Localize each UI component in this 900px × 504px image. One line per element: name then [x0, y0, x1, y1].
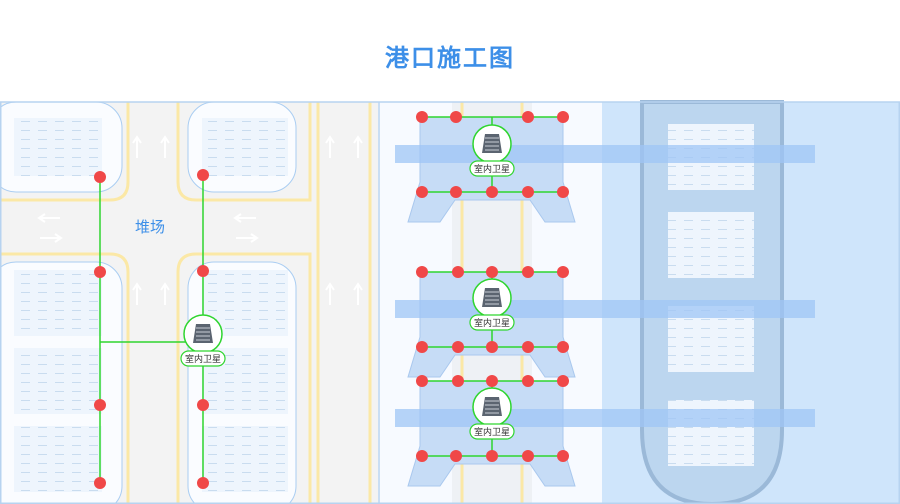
sensor-node[interactable]: [197, 477, 209, 489]
sensor-node[interactable]: [522, 111, 534, 123]
sensor-node[interactable]: [416, 186, 428, 198]
sensor-node[interactable]: [486, 375, 498, 387]
device-label: 室内卫星: [474, 163, 510, 175]
yard-block-bottom-left: [0, 261, 123, 504]
crane-1-device[interactable]: 室内卫星: [469, 124, 515, 177]
sensor-node[interactable]: [450, 111, 462, 123]
page-title: 港口施工图: [385, 44, 515, 72]
sensor-node[interactable]: [94, 266, 106, 278]
sensor-node[interactable]: [416, 341, 428, 353]
section-borders: [0, 101, 900, 504]
sensor-node[interactable]: [557, 111, 569, 123]
sensor-node[interactable]: [452, 266, 464, 278]
sensor-node[interactable]: [486, 186, 498, 198]
satellite-device-icon: [482, 288, 502, 307]
crane-boom: [395, 145, 815, 163]
sensor-node[interactable]: [94, 477, 106, 489]
sensor-node[interactable]: [557, 450, 569, 462]
crane-boom: [395, 300, 815, 318]
crane-3-device[interactable]: 室内卫星: [469, 387, 515, 440]
sensor-node[interactable]: [197, 169, 209, 181]
yard-block-bottom-right: [187, 261, 297, 504]
sensor-node[interactable]: [416, 111, 428, 123]
sensor-node[interactable]: [94, 171, 106, 183]
sensor-node[interactable]: [522, 266, 534, 278]
sensor-node[interactable]: [452, 341, 464, 353]
sensor-node[interactable]: [522, 341, 534, 353]
sensor-node[interactable]: [486, 341, 498, 353]
yard-block-top-right: [187, 101, 297, 193]
sensor-node[interactable]: [557, 266, 569, 278]
yard-device[interactable]: 室内卫星: [180, 314, 226, 367]
satellite-device-icon: [193, 324, 213, 343]
sensor-node[interactable]: [486, 266, 498, 278]
yard-area: 堆场: [0, 101, 378, 504]
device-label: 室内卫星: [474, 426, 510, 438]
crane-boom: [395, 409, 815, 427]
sensor-node[interactable]: [416, 450, 428, 462]
device-label: 室内卫星: [474, 317, 510, 329]
sensor-node[interactable]: [557, 341, 569, 353]
sensor-node[interactable]: [450, 450, 462, 462]
sensor-node[interactable]: [450, 186, 462, 198]
sensor-node[interactable]: [522, 450, 534, 462]
sensor-node[interactable]: [94, 399, 106, 411]
sensor-node[interactable]: [416, 375, 428, 387]
sensor-node[interactable]: [522, 375, 534, 387]
sensor-node[interactable]: [522, 186, 534, 198]
sensor-node[interactable]: [557, 186, 569, 198]
sensor-node[interactable]: [486, 450, 498, 462]
yard-label: 堆场: [135, 218, 165, 236]
sensor-node[interactable]: [452, 375, 464, 387]
sensor-node[interactable]: [416, 266, 428, 278]
sensor-node[interactable]: [197, 399, 209, 411]
yard-block-top-left: [0, 101, 123, 193]
satellite-device-icon: [482, 397, 502, 416]
road-arrows: [37, 135, 363, 305]
road-markings: [0, 102, 372, 504]
sensor-node[interactable]: [557, 375, 569, 387]
sensor-node[interactable]: [197, 265, 209, 277]
crane-2-device[interactable]: 室内卫星: [469, 278, 515, 331]
device-label: 室内卫星: [185, 353, 221, 365]
satellite-device-icon: [482, 134, 502, 153]
